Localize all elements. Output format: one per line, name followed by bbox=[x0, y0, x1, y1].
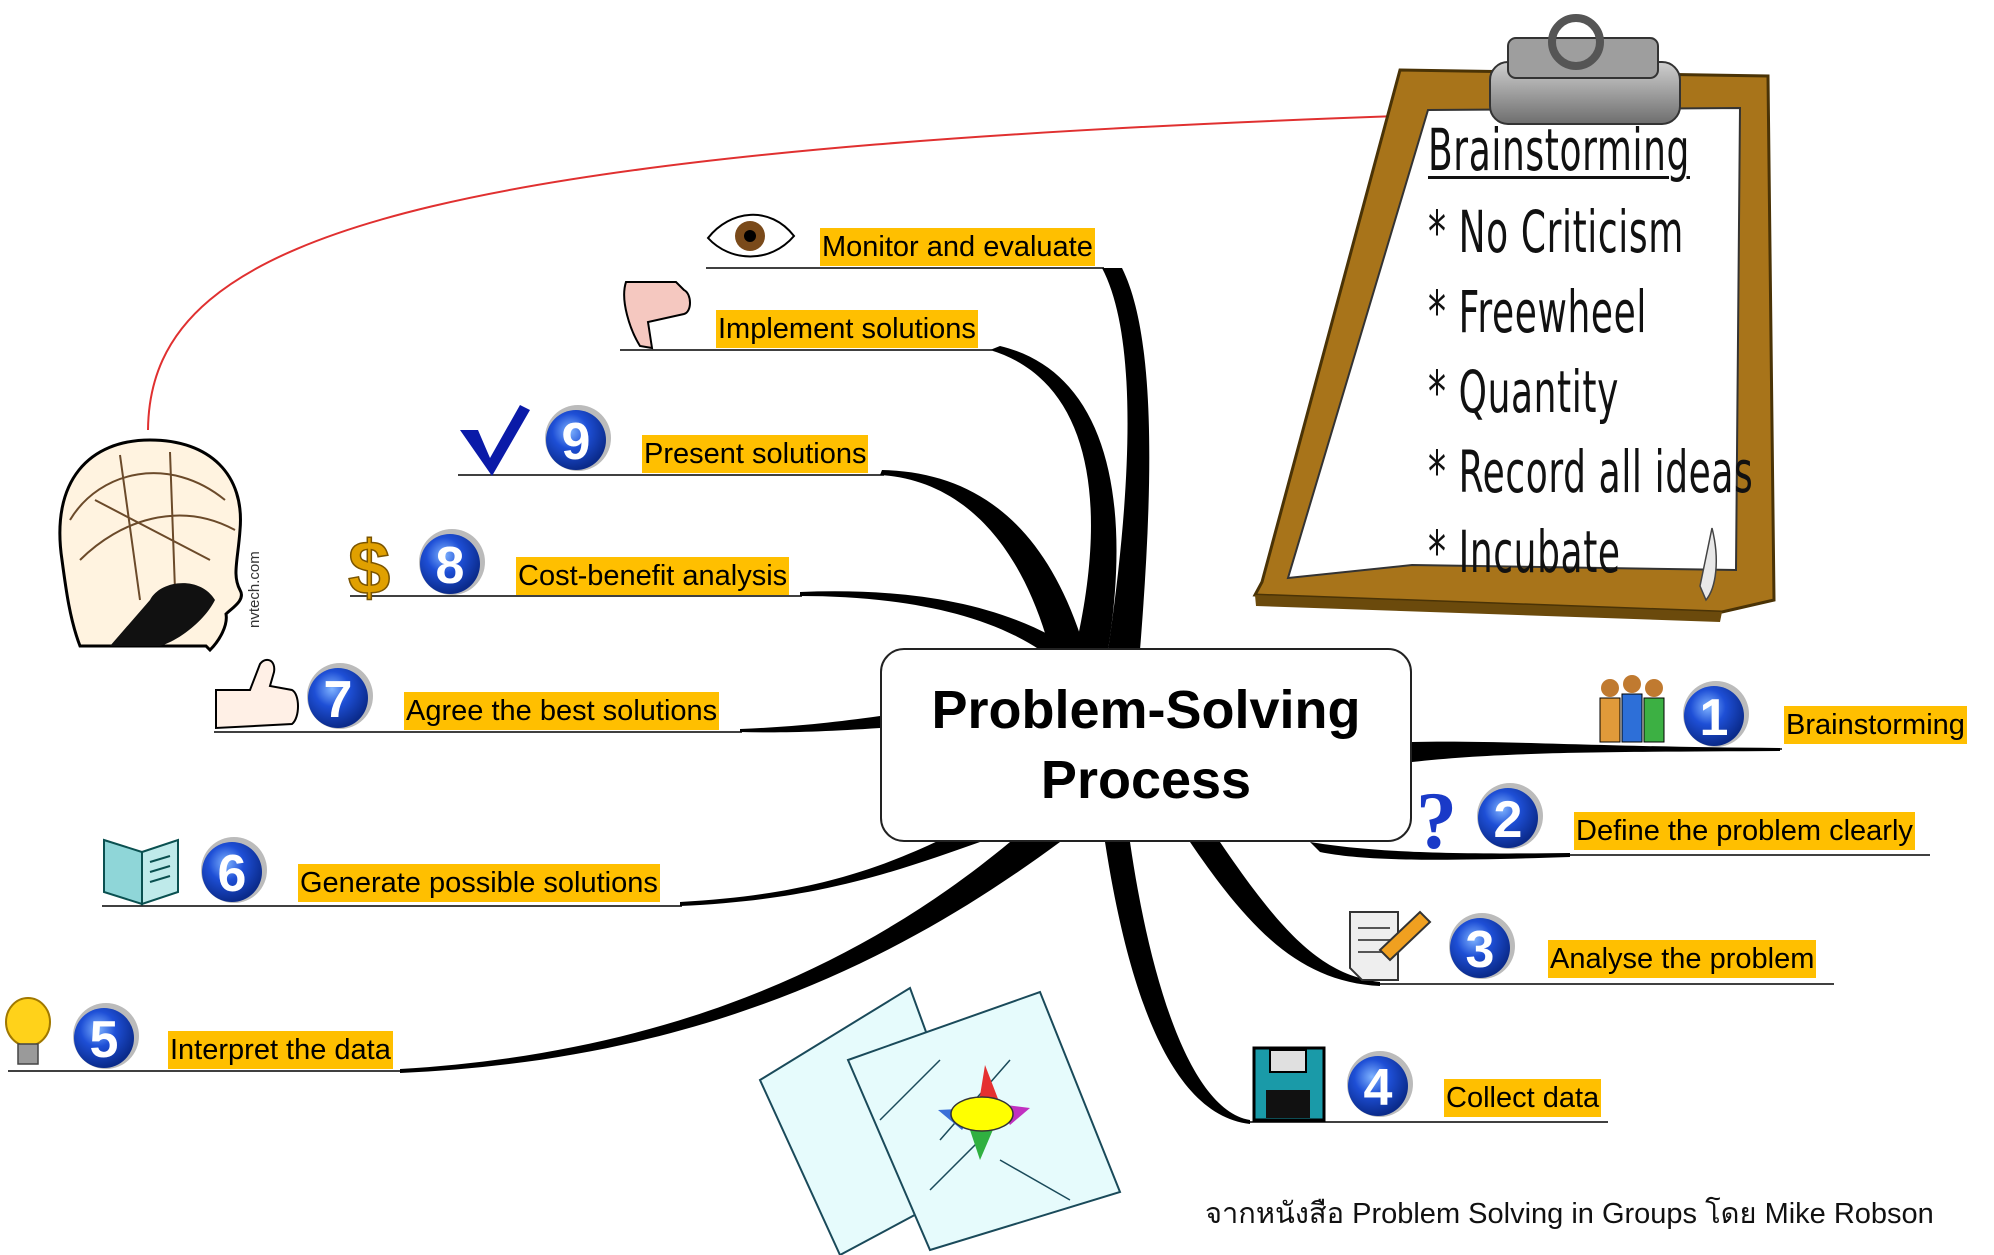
clipboard-item-2: * Freewheel bbox=[1428, 278, 1647, 346]
svg-text:2: 2 bbox=[1494, 791, 1523, 849]
badge-2: 2 bbox=[1477, 783, 1543, 849]
label-interpret-data: Interpret the data bbox=[168, 1031, 393, 1069]
badge-7: 7 bbox=[307, 663, 373, 729]
branch-interpret bbox=[400, 842, 1060, 1073]
watermark-text: nvtech.com bbox=[246, 551, 263, 628]
maps-illustration-icon bbox=[758, 986, 1122, 1255]
clipboard bbox=[1252, 14, 1776, 622]
label-collect-data: Collect data bbox=[1444, 1079, 1602, 1117]
clip-ring bbox=[1548, 14, 1604, 70]
branch-generate bbox=[680, 840, 980, 906]
thumbs-up-icon bbox=[215, 658, 299, 730]
label-generate-solutions: Generate possible solutions bbox=[298, 864, 660, 902]
underlines bbox=[8, 267, 1930, 1123]
branch-present bbox=[880, 470, 1085, 650]
branch-analyse bbox=[1190, 842, 1380, 986]
svg-text:1: 1 bbox=[1700, 689, 1729, 747]
badge-3: 3 bbox=[1449, 913, 1515, 979]
checkmark-icon bbox=[460, 405, 530, 476]
badge-8: 8 bbox=[419, 529, 485, 595]
source-footer: จากหนังสือ Problem Solving in Groups โดย… bbox=[1205, 1198, 1934, 1230]
label-agree-best: Agree the best solutions bbox=[404, 692, 720, 730]
branch-cost bbox=[800, 591, 1075, 650]
clipboard-item-5: * Incubate bbox=[1428, 518, 1621, 586]
svg-text:4: 4 bbox=[1364, 1059, 1393, 1117]
branch-brainstorm bbox=[1412, 741, 1780, 762]
branches bbox=[400, 268, 1780, 1124]
thumbs-down-icon bbox=[623, 281, 691, 350]
branch-monitor bbox=[1102, 268, 1150, 650]
branch-collect bbox=[1105, 842, 1250, 1124]
dollar-icon: $ bbox=[348, 526, 390, 611]
branch-agree bbox=[740, 716, 880, 733]
notepad-pencil-icon bbox=[1349, 910, 1432, 981]
clipboard-paper bbox=[1286, 106, 1742, 580]
clipboard-title: Brainstorming bbox=[1428, 116, 1690, 184]
label-present-solutions: Present solutions bbox=[642, 435, 869, 473]
paper-curl bbox=[1699, 527, 1717, 602]
center-title-line2: Process bbox=[1040, 750, 1252, 810]
branch-implement bbox=[990, 346, 1117, 650]
branch-define bbox=[1310, 842, 1570, 860]
badge-9: 9 bbox=[545, 405, 611, 471]
svg-text:6: 6 bbox=[218, 845, 247, 903]
label-implement-solutions: Implement solutions bbox=[716, 310, 978, 348]
eye-icon bbox=[706, 213, 796, 258]
center-title-line1: Problem-Solving bbox=[931, 680, 1361, 740]
label-cost-benefit: Cost-benefit analysis bbox=[516, 557, 790, 595]
clipboard-item-4: * Record all ideas bbox=[1428, 438, 1754, 506]
label-define-problem: Define the problem clearly bbox=[1574, 812, 1915, 850]
link-line bbox=[147, 109, 1601, 431]
head-icon bbox=[58, 438, 243, 653]
svg-text:3: 3 bbox=[1466, 921, 1495, 979]
lightbulb-icon bbox=[5, 997, 51, 1065]
clipboard-edge bbox=[1255, 595, 1722, 622]
badge-4: 4 bbox=[1347, 1051, 1413, 1117]
badge-1: 1 bbox=[1683, 681, 1749, 747]
clipboard-item-1: * No Criticism bbox=[1428, 198, 1684, 266]
clip-top bbox=[1507, 37, 1659, 79]
badge-5: 5 bbox=[73, 1003, 139, 1069]
floppy-disk-icon bbox=[1252, 1046, 1326, 1122]
badges: 1 2 3 4 5 6 7 8 9 bbox=[73, 405, 1749, 1117]
clipboard-item-3: * Quantity bbox=[1428, 358, 1620, 426]
book-icon bbox=[103, 838, 179, 906]
label-monitor-evaluate: Monitor and evaluate bbox=[820, 228, 1095, 266]
svg-text:5: 5 bbox=[90, 1011, 119, 1069]
label-brainstorming: Brainstorming bbox=[1784, 706, 1967, 744]
badge-6: 6 bbox=[201, 837, 267, 903]
svg-text:7: 7 bbox=[324, 671, 353, 729]
people-icon bbox=[1599, 675, 1665, 743]
question-mark-icon: ? bbox=[1416, 775, 1457, 866]
center-node: Problem-Solving Process bbox=[880, 648, 1412, 842]
label-analyse-problem: Analyse the problem bbox=[1548, 940, 1817, 978]
svg-text:8: 8 bbox=[436, 537, 465, 595]
svg-text:9: 9 bbox=[562, 413, 591, 471]
